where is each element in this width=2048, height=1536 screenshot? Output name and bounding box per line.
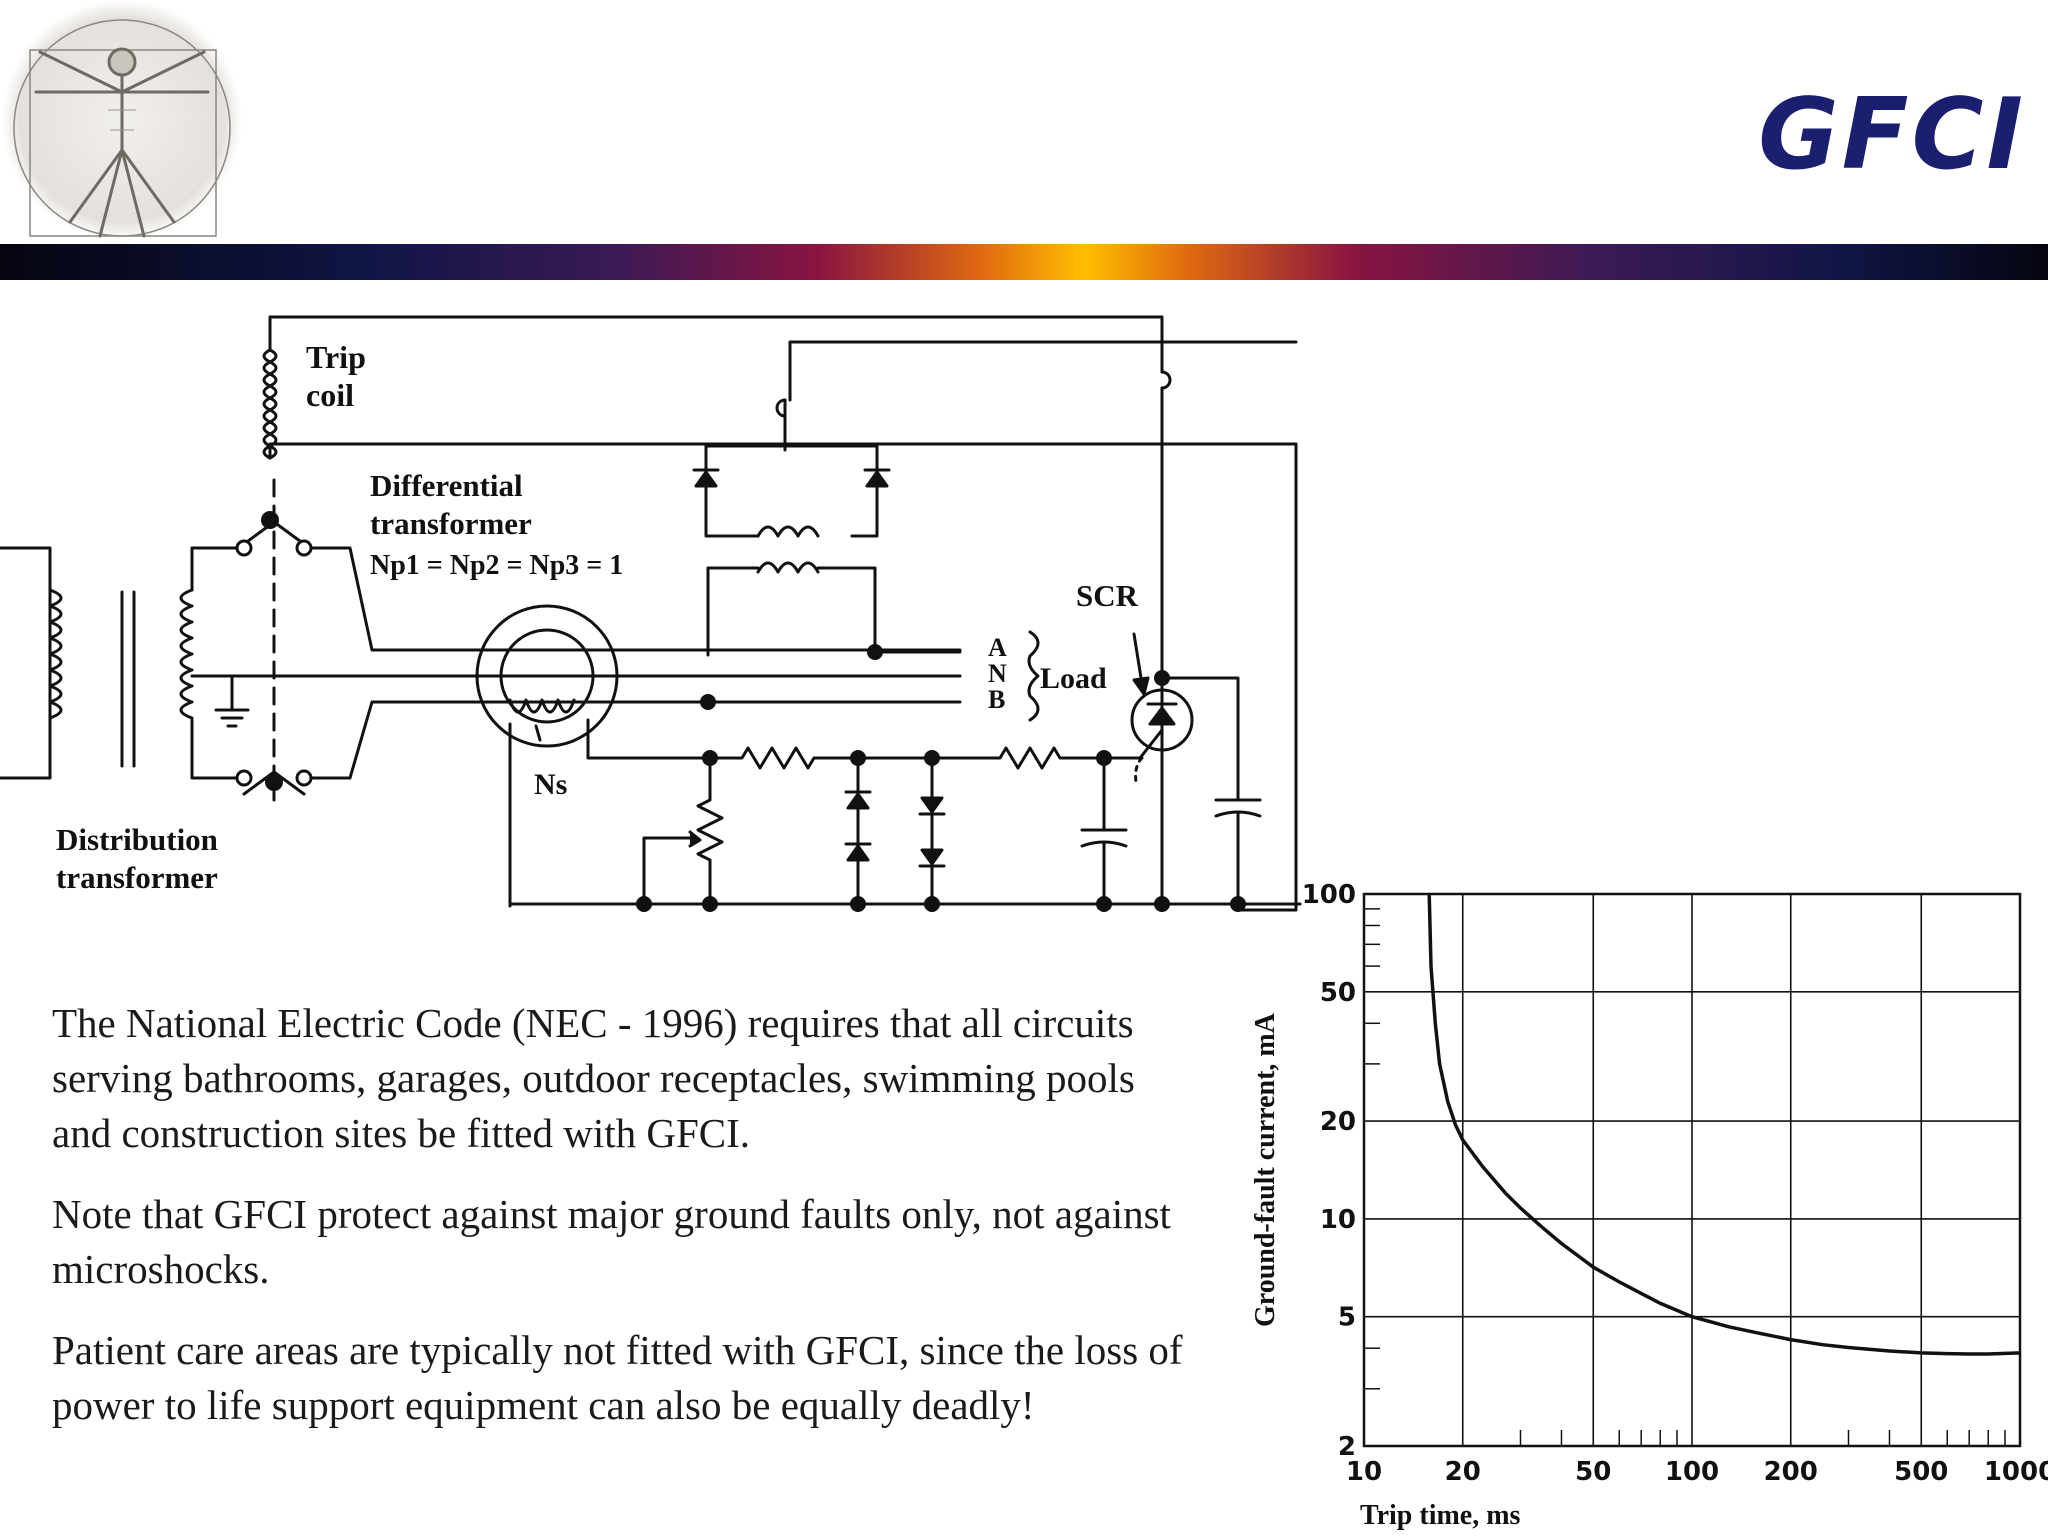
chart-minor-ticks <box>1364 908 2006 1446</box>
trip-time-chart: 2 5 10 20 50 100 10 20 50 100 200 500 1000 Trip tim… <box>1250 880 2048 1531</box>
differential-transformer-label-2: transformer <box>370 506 532 541</box>
differential-transformer-label: Differential <box>370 468 523 503</box>
scr-label: SCR <box>1076 578 1139 613</box>
y-tick-label: 10 <box>1320 1205 1356 1235</box>
neutral-label: N <box>988 659 1007 688</box>
x-axis-label: Trip time, ms <box>1360 1500 1521 1531</box>
x-tick-label: 200 <box>1764 1457 1818 1487</box>
load-label: Load <box>1040 662 1107 695</box>
paragraph-patient-care: Patient care areas are typically not fit… <box>52 1327 1183 1428</box>
paragraph-microshocks: Note that GFCI protect against major gro… <box>52 1191 1171 1292</box>
x-tick-label: 20 <box>1445 1457 1481 1487</box>
y-tick-label: 5 <box>1338 1303 1356 1333</box>
distribution-transformer-label-2: transformer <box>56 860 218 895</box>
slide-title: GFCI <box>1758 78 2026 192</box>
paragraph-nec: The National Electric Code (NEC - 1996) … <box>52 1000 1135 1156</box>
trip-coil-label-2: coil <box>306 377 354 413</box>
vitruvian-man-icon <box>2 0 242 240</box>
y-tick-label: 20 <box>1320 1107 1356 1137</box>
x-tick-label: 100 <box>1665 1457 1719 1487</box>
trip-coil-label: Trip <box>306 339 366 375</box>
phase-b-label: B <box>988 685 1005 714</box>
gfci-circuit-diagram: Trip coil Differential transformer Np1 =… <box>0 315 1302 912</box>
trip-curve-series <box>1427 893 2021 1356</box>
chart-y-tick-labels: 2 5 10 20 50 100 <box>1302 880 1356 1462</box>
body-text: The National Electric Code (NEC - 1996) … <box>52 996 1192 1459</box>
phase-a-label: A <box>988 633 1007 662</box>
x-tick-label: 1000 <box>1984 1457 2048 1487</box>
title-divider-bar <box>0 244 2048 280</box>
chart-grid <box>1362 892 2022 1448</box>
x-tick-label: 500 <box>1894 1457 1948 1487</box>
x-tick-label: 10 <box>1346 1457 1382 1487</box>
chart-x-tick-labels: 10 20 50 100 200 500 1000 <box>1346 1457 2048 1487</box>
distribution-transformer-label: Distribution <box>56 822 218 857</box>
y-axis-label: Ground-fault current, mA <box>1250 1012 1281 1327</box>
y-tick-label: 100 <box>1302 880 1356 910</box>
y-tick-label: 50 <box>1320 978 1356 1008</box>
ns-label: Ns <box>534 768 567 801</box>
x-tick-label: 50 <box>1575 1457 1611 1487</box>
turns-ratio-label: Np1 = Np2 = Np3 = 1 <box>370 550 623 581</box>
y-tick-label: 2 <box>1338 1432 1356 1462</box>
